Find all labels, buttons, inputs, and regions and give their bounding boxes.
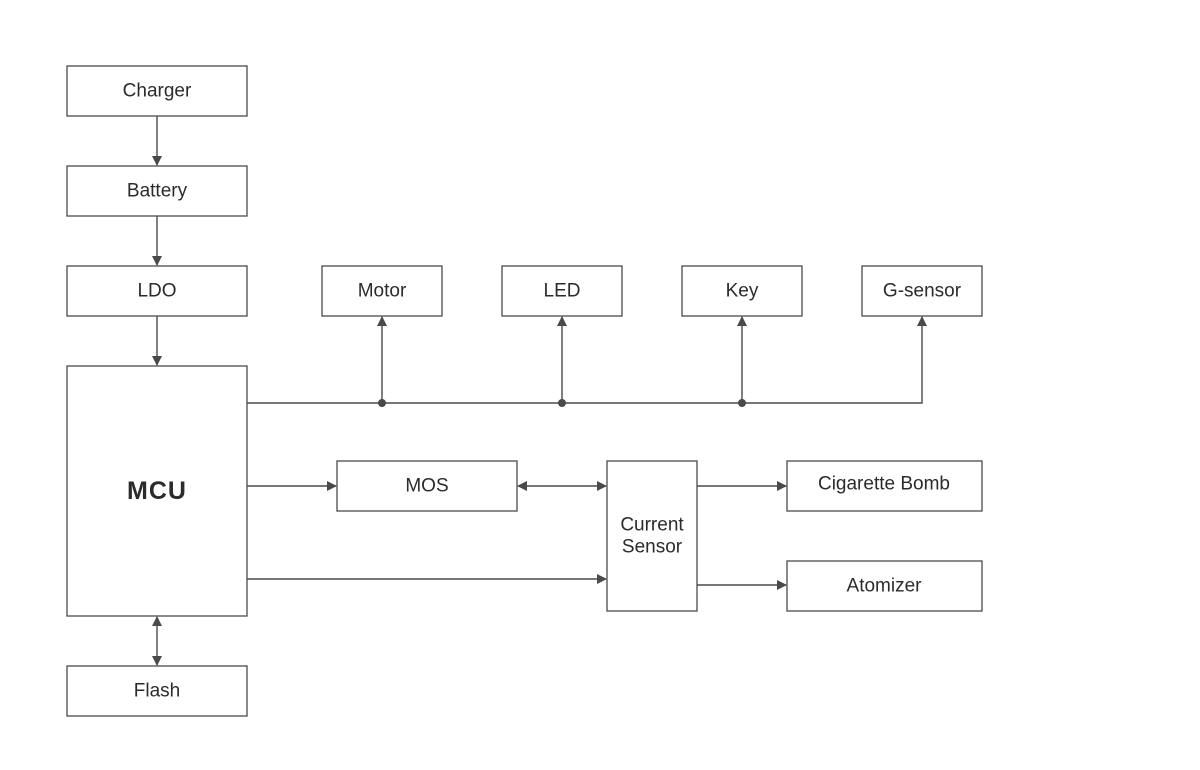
node-mos-label: MOS: [405, 476, 448, 497]
node-charger: Charger: [66, 65, 248, 117]
node-g-sensor: G-sensor: [861, 265, 983, 317]
node-atomizer-label: Atomizer: [847, 576, 923, 597]
node-mcu-label: MCU: [127, 477, 187, 505]
node-mos: MOS: [336, 460, 518, 512]
node-key-label: Key: [726, 281, 759, 302]
node-battery: Battery: [66, 165, 248, 217]
node-g-sensor-label: G-sensor: [883, 281, 962, 302]
node-led-label: LED: [544, 281, 581, 302]
node-flash: Flash: [66, 665, 248, 717]
node-charger-label: Charger: [123, 81, 192, 102]
node-flash-label: Flash: [134, 681, 180, 702]
node-motor: Motor: [321, 265, 443, 317]
junction-dot-led: [558, 399, 566, 407]
node-motor-label: Motor: [358, 281, 407, 302]
node-ldo: LDO: [66, 265, 248, 317]
node-led: LED: [501, 265, 623, 317]
node-current-sensor-label-line2: Sensor: [622, 537, 683, 558]
node-cigarette-bomb: Cigarette Bomb: [786, 460, 983, 512]
node-ldo-label: LDO: [137, 281, 176, 302]
node-battery-label: Battery: [127, 181, 188, 202]
connectors: [152, 116, 927, 666]
bus-line: [247, 316, 927, 404]
node-current-sensor: Current Sensor: [606, 460, 698, 612]
junction-dot-motor: [378, 399, 386, 407]
node-mcu: MCU: [66, 365, 248, 617]
junction-dot-key: [738, 399, 746, 407]
node-cigarette-bomb-label: Cigarette Bomb: [818, 474, 950, 495]
node-atomizer: Atomizer: [786, 560, 983, 612]
node-key: Key: [681, 265, 803, 317]
node-current-sensor-label-line1: Current: [620, 515, 684, 536]
